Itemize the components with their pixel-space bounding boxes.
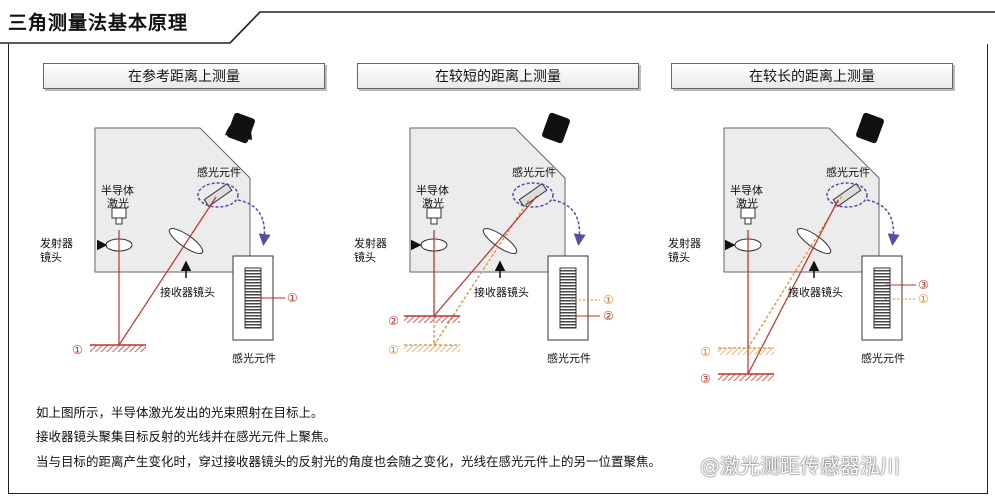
emitter-lens-label-2b: 镜头 (354, 250, 376, 264)
marker-2-sensor: ② (603, 309, 614, 323)
panel-title-short: 在较短的距离上测量 (357, 63, 639, 89)
panel-title-reference: 在参考距离上测量 (43, 63, 325, 89)
content-frame (8, 44, 988, 494)
emitter-lens-label-2a: 发射器 (354, 236, 387, 250)
emitter-lens-label-3a: 发射器 (668, 236, 701, 250)
laser-label-2a: 半导体 (416, 183, 449, 197)
sensor-bottom-label-1: 感光元件 (232, 351, 276, 365)
marker-1-target-3: ① (700, 345, 711, 359)
watermark: @激光测距传感器泓川 (700, 454, 900, 478)
emitter-lens-label-3b: 镜头 (668, 250, 690, 264)
receiver-lens-label-1: 接收器镜头 (160, 285, 215, 299)
note-line-1: 如上图所示，半导体激光发出的光束照射在目标上。 (36, 405, 324, 420)
sensor-bottom-label-2: 感光元件 (547, 351, 591, 365)
sensor-bottom-label-3: 感光元件 (861, 351, 905, 365)
header-bar (0, 11, 995, 44)
sensor-element-label-2: 感光元件 (512, 165, 556, 179)
receiver-lens-label-3: 接收器镜头 (788, 285, 843, 299)
emitter-lens-label-1a: 发射器 (40, 236, 73, 250)
panel-long (718, 112, 916, 381)
note-line-3: 当与目标的距离产生变化时，穿过接收器镜头的反射光的角度也会随之变化，光线在感光元… (36, 454, 662, 469)
sensor-element-label-3: 感光元件 (826, 165, 870, 179)
marker-2-target: ② (388, 314, 399, 328)
marker-1-sensor: ① (287, 291, 298, 305)
receiver-lens-label-2: 接收器镜头 (474, 285, 529, 299)
laser-label-3a: 半导体 (730, 183, 763, 197)
marker-1-target-2: ① (388, 343, 399, 357)
note-line-2: 接收器镜头聚集目标反射的光线并在感光元件上聚焦。 (36, 429, 337, 444)
marker-3-sensor: ③ (918, 278, 929, 292)
marker-1-sensor-3: ① (918, 292, 929, 306)
page-title: 三角测量法基本原理 (8, 12, 189, 34)
panel-reference (90, 112, 285, 352)
laser-label-2b: 激光 (422, 196, 444, 210)
laser-label-3b: 激光 (736, 196, 758, 210)
marker-1-target: ① (72, 343, 83, 357)
sensor-element-label-1: 感光元件 (197, 165, 241, 179)
emitter-lens-label-1b: 镜头 (40, 250, 62, 264)
marker-1-sensor-2: ① (603, 293, 614, 307)
laser-label-1a: 半导体 (101, 183, 134, 197)
panel-short (404, 112, 600, 352)
laser-label-1b: 激光 (107, 196, 129, 210)
panel-title-long: 在较长的距离上测量 (671, 63, 953, 89)
marker-3-target: ③ (700, 372, 711, 386)
